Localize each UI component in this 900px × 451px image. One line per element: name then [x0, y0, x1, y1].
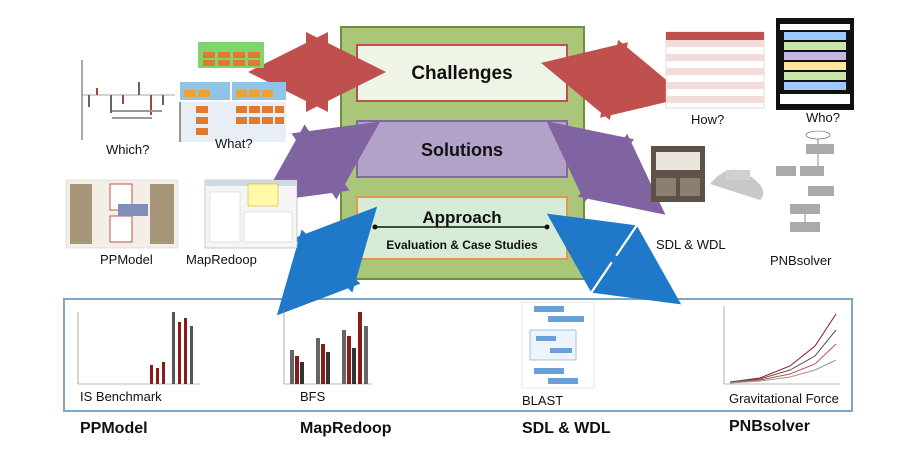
sdl-wdl-diagram-thumbnail	[651, 146, 764, 202]
challenges-right-arrow	[541, 39, 687, 121]
how-table-thumbnail	[665, 31, 765, 109]
approach-box: Approach Evaluation & Case Studies	[356, 196, 568, 260]
solutions-right-arrow	[546, 121, 666, 215]
what-diagram-thumbnail	[179, 42, 286, 142]
sdl-wdl-label: SDL & WDL	[656, 237, 726, 252]
which-label: Which?	[106, 142, 150, 157]
mapredoop-label: MapRedoop	[186, 252, 257, 267]
what-label: What?	[215, 136, 253, 151]
bfs-chart-thumbnail	[283, 308, 372, 385]
approach-left-arrow	[276, 206, 378, 316]
which-chart-thumbnail	[81, 60, 175, 140]
gravitational-force-chart-thumbnail	[723, 306, 840, 385]
approach-right-arrow	[546, 213, 682, 305]
bottom-mapredoop-label: MapRedoop	[300, 420, 392, 437]
bottom-ppmodel-label: PPModel	[80, 420, 148, 437]
approach-subtitle: Evaluation & Case Studies	[386, 238, 538, 252]
how-label: How?	[691, 112, 725, 127]
challenges-box: Challenges	[356, 44, 568, 102]
solutions-label: Solutions	[421, 140, 503, 160]
who-label: Who?	[806, 110, 840, 125]
gravitational-force-caption: Gravitational Force	[729, 391, 839, 406]
approach-title: Approach	[422, 208, 502, 227]
bottom-sdl-wdl-label: SDL & WDL	[522, 420, 611, 437]
blast-diagram-thumbnail	[521, 301, 595, 389]
who-diagram-thumbnail	[776, 18, 854, 110]
solutions-left-arrow	[260, 121, 381, 203]
bfs-caption: BFS	[300, 389, 326, 404]
mapredoop-screenshot-thumbnail	[204, 179, 298, 249]
pnbsolver-flowchart-thumbnail	[776, 130, 834, 232]
evaluation-panel	[63, 298, 853, 412]
pnbsolver-label: PNBsolver	[770, 253, 832, 268]
ppmodel-label: PPModel	[100, 252, 153, 267]
is-benchmark-chart-thumbnail	[77, 312, 200, 385]
blast-caption: BLAST	[522, 393, 564, 408]
bottom-pnbsolver-label: PNBsolver	[729, 418, 810, 435]
is-benchmark-caption: IS Benchmark	[80, 389, 162, 404]
ppmodel-diagram-thumbnail	[65, 179, 179, 249]
challenges-label: Challenges	[411, 63, 513, 84]
